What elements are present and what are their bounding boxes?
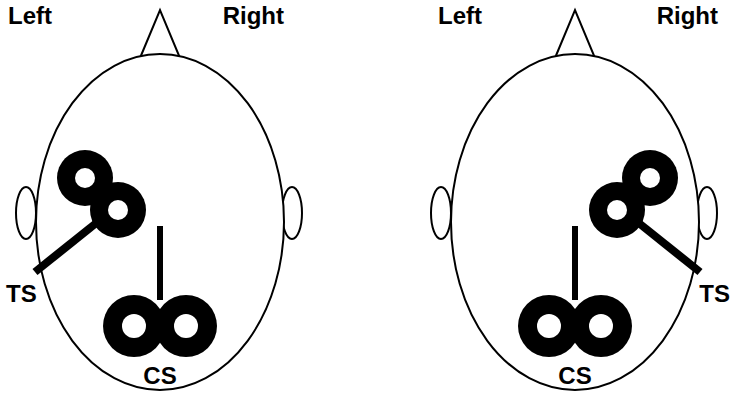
coil-hole [640,168,660,188]
ear [282,187,302,239]
side-label: Right [657,4,718,28]
coil-label: TS [6,282,37,306]
coil-hole [537,314,561,338]
coil-wing [589,182,645,238]
coil-handle [572,226,578,300]
coil-wing [90,182,146,238]
head-outline [451,54,699,390]
coil-hole [589,314,613,338]
coil-handle [35,220,100,272]
coil-hole [75,168,95,188]
coil-hole [607,200,627,220]
ear [16,187,36,239]
coil-wing [570,295,632,357]
nose [140,10,180,58]
ear [697,187,717,239]
coil-hole [174,314,198,338]
nose [555,10,595,58]
side-label: Left [8,4,52,28]
coil-label: CS [143,364,176,388]
coil-handle [157,226,163,300]
coil-label: CS [558,364,591,388]
side-label: Left [438,4,482,28]
side-label: Right [223,4,284,28]
coil-label: TS [699,282,730,306]
coil-hole [108,200,128,220]
right-head [431,10,717,390]
left-head [16,10,302,390]
coil-handle [635,220,700,272]
ear [431,187,451,239]
coil-wing [155,295,217,357]
head-outline [36,54,284,390]
coil-hole [122,314,146,338]
